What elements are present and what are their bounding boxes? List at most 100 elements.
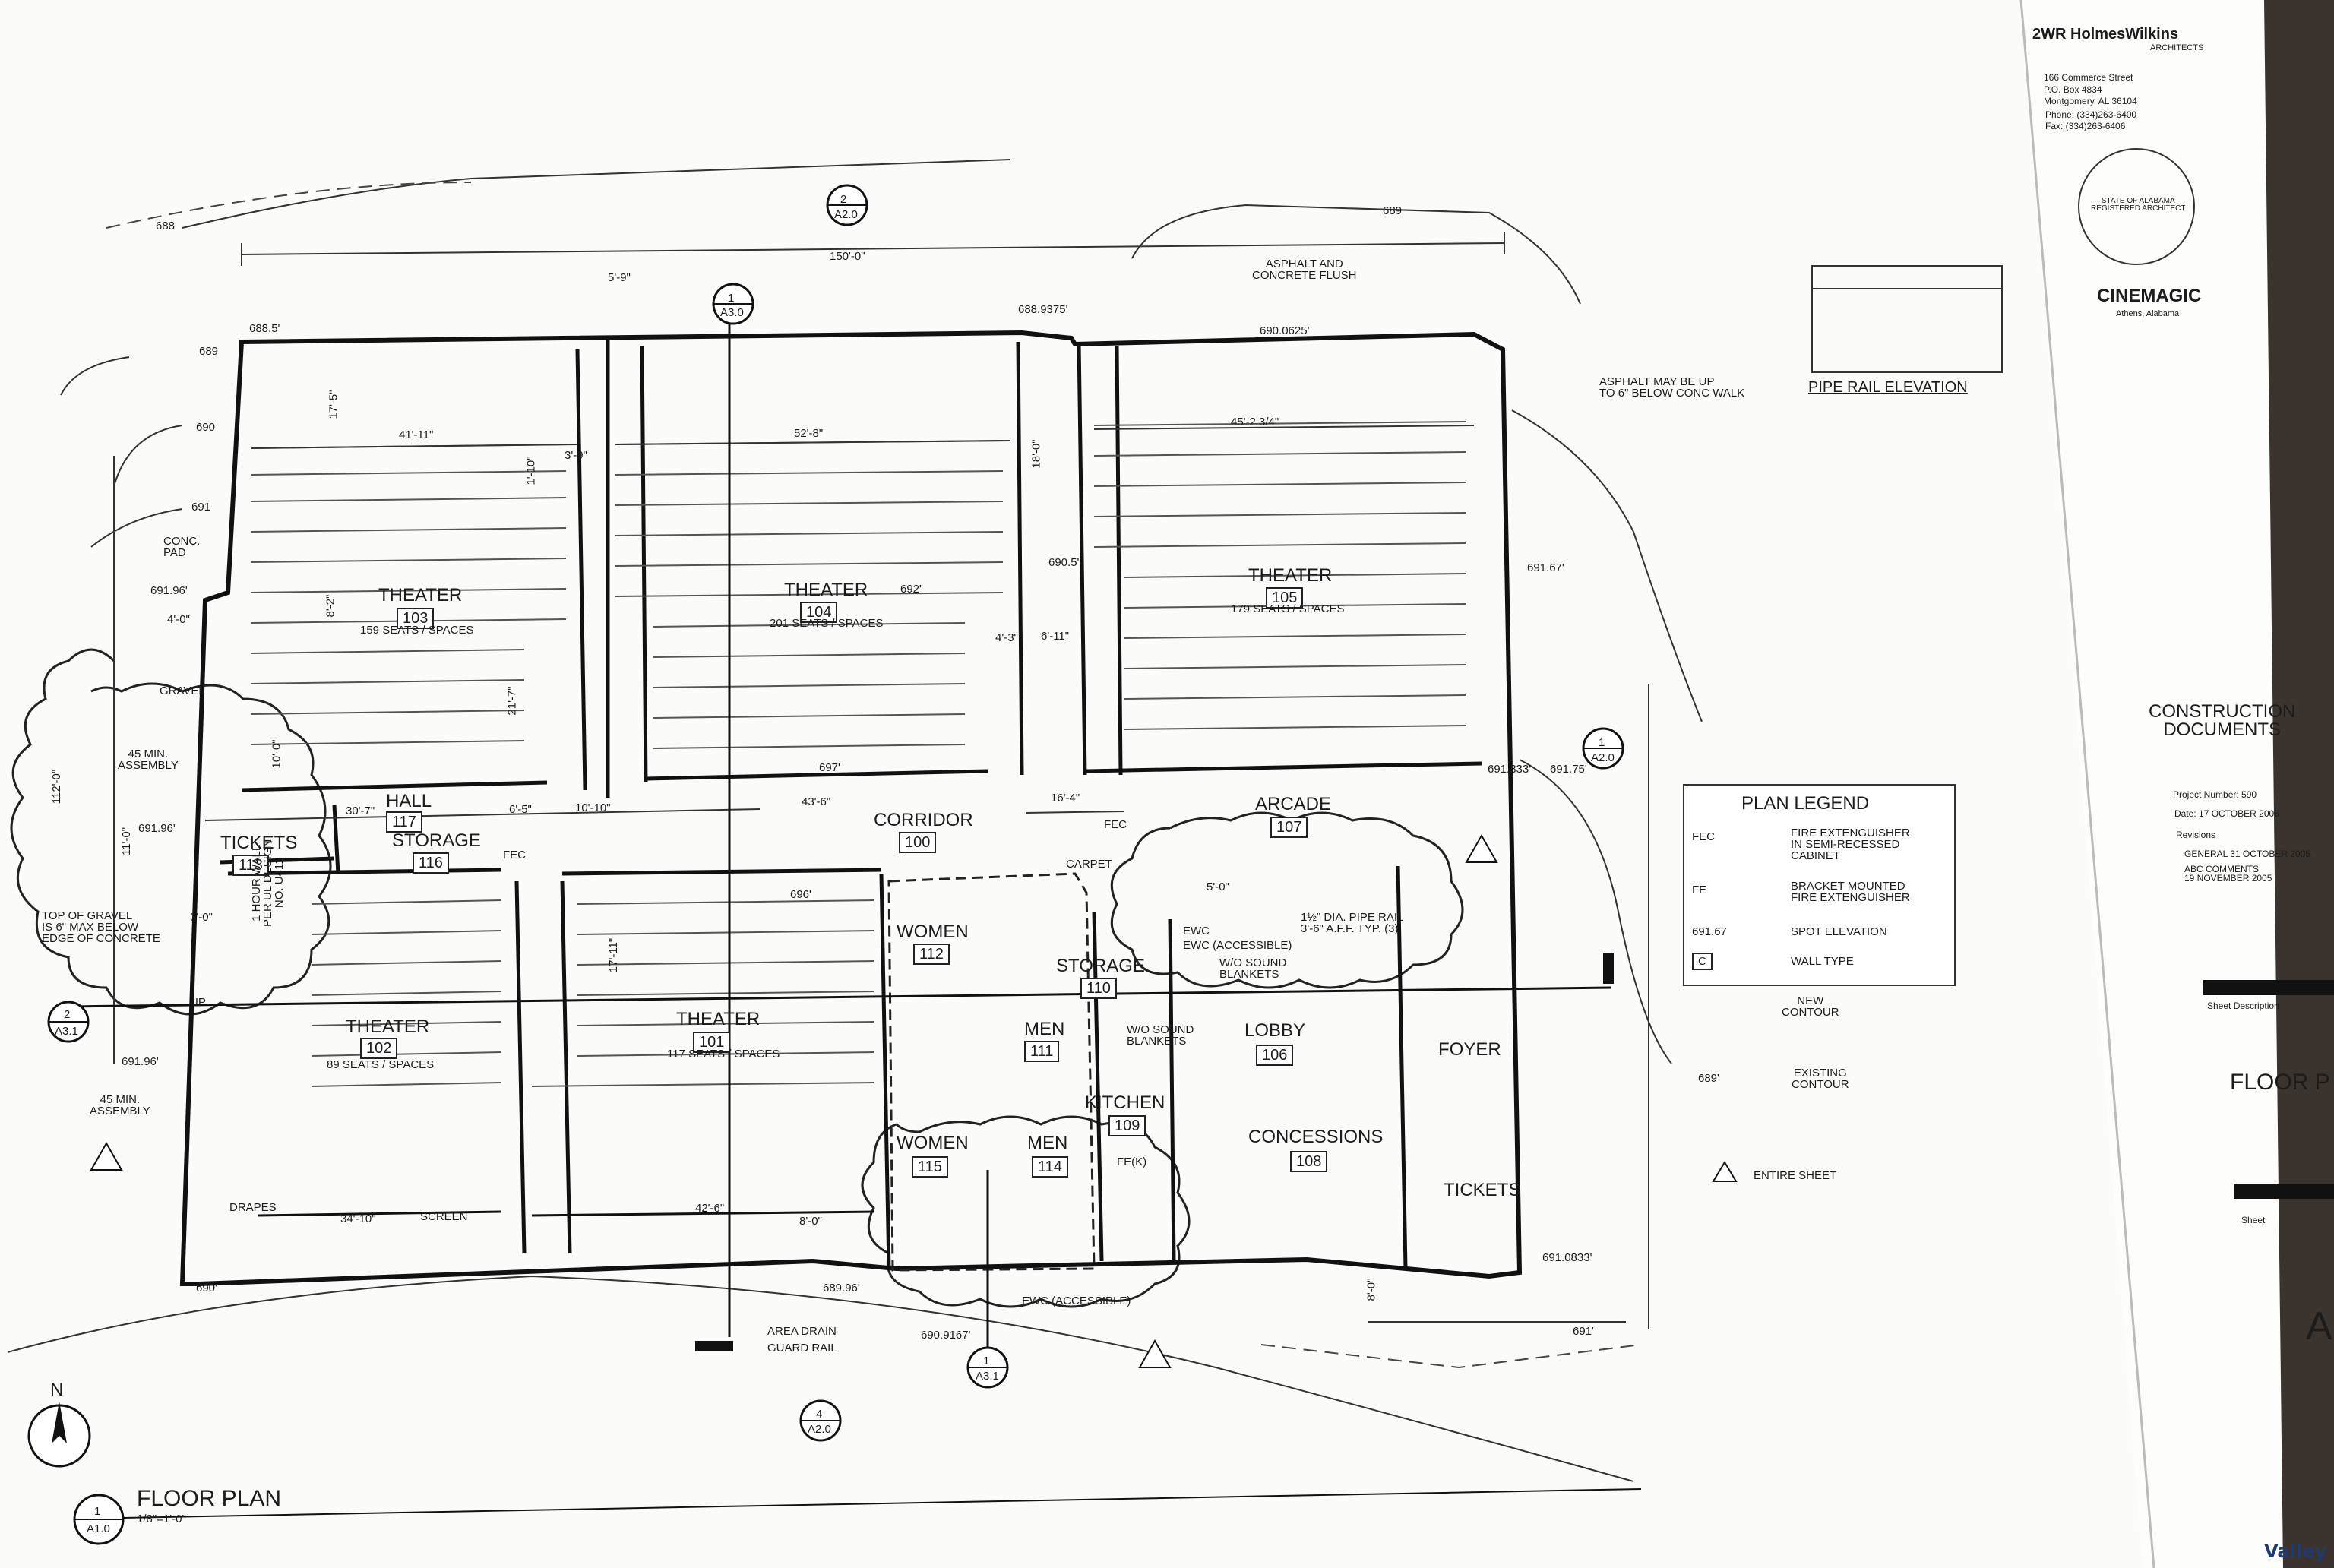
tickets-front-name: TICKETS xyxy=(1444,1180,1521,1200)
contour-691-right xyxy=(1519,759,1672,1064)
elev-690: 690 xyxy=(196,421,216,434)
legend-symbol-spot: 691.67 xyxy=(1692,925,1727,938)
note-new-contour: NEW CONTOUR xyxy=(1782,994,1839,1019)
note-gravel: GRAVEL xyxy=(160,684,205,697)
marker-a3-top-sheet: A3.0 xyxy=(720,306,744,319)
note-entire-sheet: ENTIRE SHEET xyxy=(1754,1169,1837,1182)
legend-symbol-fec: FEC xyxy=(1692,830,1715,843)
site-bottom xyxy=(7,1275,1634,1482)
tb-date: Date: 17 OCTOBER 2005 xyxy=(2174,808,2279,819)
dim-4-3: 4'-3" xyxy=(995,631,1018,644)
dim-6-11: 6'-11" xyxy=(1041,630,1070,643)
room-105-name: THEATER xyxy=(1248,565,1333,586)
tb-phone: Phone: (334)263-6400 xyxy=(2045,109,2137,120)
marker-a3-left-num: 2 xyxy=(64,1008,71,1021)
note-up: UP xyxy=(190,996,206,1009)
room-102-name: THEATER xyxy=(346,1016,430,1037)
room-104-seats: 201 SEATS / SPACES xyxy=(770,617,884,630)
note-sound-blankets-2: W/O SOUND BLANKETS xyxy=(1127,1023,1194,1048)
men-111-num: 111 xyxy=(1024,1041,1060,1062)
storage-110-num: 110 xyxy=(1080,978,1117,999)
contour-691-left xyxy=(90,508,183,548)
elev-692: 692' xyxy=(900,583,922,596)
tb-sheet-title: FLOOR P xyxy=(2230,1070,2330,1095)
legend-text-fec: FIRE EXTENGUISHER IN SEMI-RECESSED CABIN… xyxy=(1791,827,1910,862)
dim-6-5: 6'-5" xyxy=(509,803,532,816)
plan-title: FLOOR PLAN xyxy=(137,1486,282,1511)
revision-cloud-left xyxy=(10,648,332,1016)
tickets-113-num: 113 xyxy=(232,855,269,876)
dim-17-11: 17'-11" xyxy=(607,937,621,973)
arcade-num: 107 xyxy=(1270,817,1308,838)
room-101-num: 101 xyxy=(693,1032,731,1053)
tb-firm-sub: ARCHITECTS xyxy=(2150,43,2204,52)
elev-690p: 690' xyxy=(196,1282,217,1295)
marker-a2-right-num: 1 xyxy=(1599,736,1605,749)
note-asphalt-may: ASPHALT MAY BE UP TO 6" BELOW CONC WALK xyxy=(1599,375,1745,400)
marker-a2-bottom-num: 4 xyxy=(816,1408,823,1421)
room-102-num: 102 xyxy=(360,1038,398,1059)
tb-seal xyxy=(2078,148,2195,265)
elev-690-0625: 690.0625' xyxy=(1260,324,1310,337)
elev-691p: 691' xyxy=(1573,1325,1594,1338)
hall-name: HALL xyxy=(386,791,432,811)
room-103-seats: 159 SEATS / SPACES xyxy=(360,624,474,637)
tb-revisions-label: Revisions xyxy=(2176,830,2216,840)
note-conc-pad: CONC. PAD xyxy=(163,535,201,559)
men-111-name: MEN xyxy=(1024,1019,1065,1039)
marker-a3-bottom-sheet: A3.1 xyxy=(976,1370,999,1383)
tb-rev1: GENERAL 31 OCTOBER 2005 xyxy=(2184,849,2311,859)
legend-symbol-wall: C xyxy=(1692,953,1713,970)
note-guard-rail: GUARD RAIL xyxy=(767,1342,837,1355)
tb-sheet-desc: Sheet Description xyxy=(2207,1001,2279,1011)
foyer-name: FOYER xyxy=(1438,1039,1501,1060)
tb-rev2: ABC COMMENTS 19 NOVEMBER 2005 xyxy=(2184,864,2272,884)
marker-a2-top-num: 2 xyxy=(840,193,847,206)
dim-42-6: 42'-6" xyxy=(695,1202,725,1215)
storage-116-num: 116 xyxy=(413,852,449,874)
dim-34-10: 34'-10" xyxy=(340,1212,376,1225)
room-105-num: 105 xyxy=(1266,587,1304,609)
elev-689: 689 xyxy=(199,345,219,358)
elev-689p: 689' xyxy=(1698,1072,1719,1085)
room-105-seats: 179 SEATS / SPACES xyxy=(1231,602,1345,615)
rev-triangle-2 xyxy=(1465,833,1498,863)
dim-30-7: 30'-7" xyxy=(346,805,375,817)
concessions-num: 108 xyxy=(1290,1151,1328,1172)
marker-a2-bottom-sheet: A2.0 xyxy=(808,1423,831,1436)
marker-a2-right-sheet: A2.0 xyxy=(1591,751,1615,764)
dim-5-0: 5'-0" xyxy=(1207,880,1229,893)
dim-8-0-b: 8'-0" xyxy=(1365,1278,1378,1301)
elev-691-0833: 691.0833' xyxy=(1542,1251,1592,1264)
dim-11-0: 11'-0" xyxy=(120,827,134,856)
storage-110-name: STORAGE xyxy=(1056,956,1145,976)
marker-a3-left-sheet: A3.1 xyxy=(55,1025,78,1038)
paper xyxy=(0,0,2226,1568)
elev-691-96: 691.96' xyxy=(150,584,188,597)
elev-696: 696' xyxy=(790,888,811,901)
women-112-num: 112 xyxy=(913,944,950,965)
corridor-name: CORRIDOR xyxy=(874,810,973,830)
elev-691-833: 691.833' xyxy=(1488,763,1532,776)
room-102-seats: 89 SEATS / SPACES xyxy=(327,1058,435,1071)
dim-17-5: 17'-5" xyxy=(327,390,340,419)
note-area-drain: AREA DRAIN xyxy=(767,1325,837,1338)
watermark: Valley xyxy=(2264,1541,2326,1562)
dim-8-2: 8'-2" xyxy=(324,594,337,618)
dim-41-11: 41'-11" xyxy=(399,428,434,441)
revision-cloud-arcade xyxy=(1110,811,1464,989)
elev-691-96-c: 691.96' xyxy=(122,1055,159,1068)
contour-690-right xyxy=(1511,409,1703,722)
elev-690-5: 690.5' xyxy=(1048,556,1080,569)
fek-note: FE(K) xyxy=(1117,1155,1147,1168)
note-ewc-accessible-2: EWC (ACCESSIBLE) xyxy=(1022,1295,1131,1307)
contour-689-top xyxy=(1131,204,1581,305)
dim-3-0: 3'-0" xyxy=(190,911,213,924)
corridor-num: 100 xyxy=(899,832,937,853)
elev-689-top: 689 xyxy=(1383,204,1403,217)
dim-10-0: 10'-0" xyxy=(270,739,283,769)
note-carpet: CARPET xyxy=(1066,858,1112,871)
room-104-name: THEATER xyxy=(784,580,868,600)
legend-text-spot: SPOT ELEVATION xyxy=(1791,925,1887,938)
tb-phase: CONSTRUCTION DOCUMENTS xyxy=(2149,701,2296,740)
